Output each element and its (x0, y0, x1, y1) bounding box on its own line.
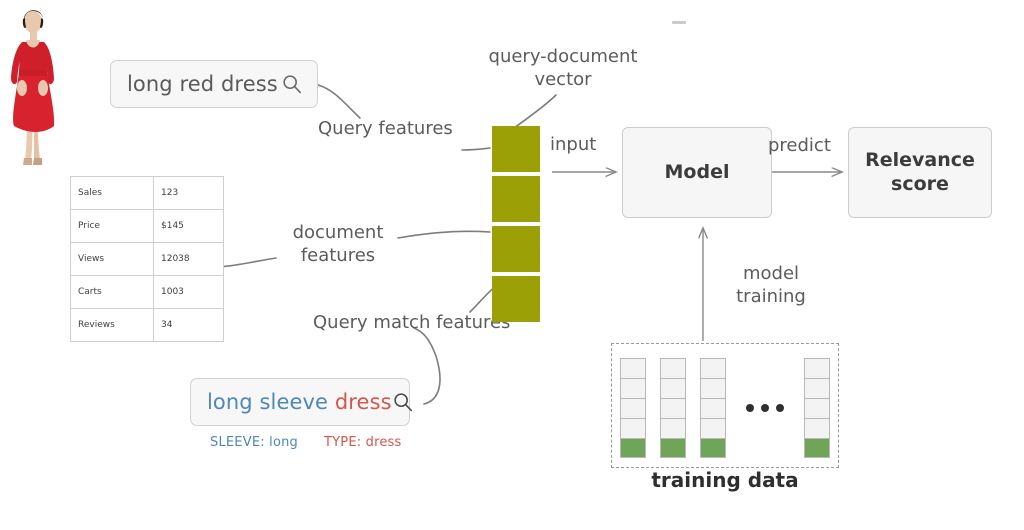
table-cell-value: 12038 (153, 242, 224, 276)
table-row: Reviews 34 (70, 308, 224, 342)
link-query-to-queryfeatures (317, 84, 361, 119)
query-document-vector (492, 126, 540, 322)
training-cell-label (700, 438, 726, 458)
relevance-score-label: Relevance score (865, 148, 975, 195)
label-query-match-features: Query match features (313, 312, 511, 333)
training-cell (804, 378, 830, 398)
training-column (660, 358, 686, 458)
query-segment-sleeve: long sleeve (207, 390, 335, 414)
product-feature-table: Sales 123 Price $145 Views 12038 Carts 1… (70, 176, 224, 342)
training-column (700, 358, 726, 458)
label-document-features: document features (292, 222, 384, 266)
training-cell-label (804, 438, 830, 458)
query-annotations: SLEEVE: long TYPE: dress (210, 435, 402, 450)
vector-cell-document-features (492, 226, 540, 272)
relevance-score-box[interactable]: Relevance score (848, 127, 992, 218)
table-cell-key: Price (70, 209, 154, 243)
vector-cell-2 (492, 176, 540, 222)
model-box-label: Model (664, 160, 730, 183)
query-segment-type: dress (334, 390, 392, 414)
training-cell (804, 358, 830, 378)
training-data-title: training data (651, 468, 799, 492)
table-cell-key: Views (70, 242, 154, 276)
product-feature-table-wrap: Sales 123 Price $145 Views 12038 Carts 1… (70, 176, 224, 342)
training-cell (700, 398, 726, 418)
label-input: input (550, 134, 597, 155)
training-cell-label (620, 438, 646, 458)
ellipsis-icon (740, 358, 790, 458)
training-cell (620, 398, 646, 418)
table-row: Views 12038 (70, 242, 224, 276)
search-box-query[interactable]: long red dress (110, 60, 318, 108)
training-cell (660, 398, 686, 418)
table-body: Sales 123 Price $145 Views 12038 Carts 1… (70, 176, 224, 342)
training-cell (804, 398, 830, 418)
search-icon[interactable] (392, 391, 414, 413)
vector-cell-query-features (492, 126, 540, 172)
training-column (804, 358, 830, 458)
annotation-type: TYPE: dress (324, 435, 402, 450)
training-cell (660, 358, 686, 378)
training-cell (620, 378, 646, 398)
label-predict: predict (768, 135, 831, 156)
training-cell (660, 418, 686, 438)
training-cell (700, 418, 726, 438)
model-box[interactable]: Model (622, 127, 772, 218)
search-query-text: long red dress (127, 72, 278, 96)
link-docfeatures-to-vector (397, 230, 491, 239)
table-row: Sales 123 (70, 176, 224, 210)
table-cell-key: Carts (70, 275, 154, 309)
table-cell-value: 34 (153, 308, 224, 342)
search-box-annotated-query[interactable]: long sleeve dress (190, 378, 412, 426)
table-row: Carts 1003 (70, 275, 224, 309)
training-cell (620, 418, 646, 438)
vector-cell-query-match-features (492, 276, 540, 322)
training-cell (700, 378, 726, 398)
training-cell (660, 378, 686, 398)
label-query-features: Query features (318, 118, 453, 139)
training-cell-label (660, 438, 686, 458)
link-matchquery-to-matchfeatures (413, 327, 441, 405)
table-cell-key: Sales (70, 176, 154, 210)
training-column (620, 358, 646, 458)
annotation-sleeve: SLEEVE: long (210, 435, 298, 450)
training-cell (804, 418, 830, 438)
product-image (0, 0, 66, 170)
search-annotated-query-text: long sleeve dress (207, 390, 392, 414)
link-caption-to-vector (513, 94, 557, 129)
label-model-training: model training (736, 263, 806, 307)
table-cell-value: 123 (153, 176, 224, 210)
training-cell (620, 358, 646, 378)
training-columns (620, 358, 830, 458)
vector-caption: query-document vector (488, 46, 638, 90)
table-cell-value: $145 (153, 209, 224, 243)
training-data-panel: training data (611, 343, 839, 492)
search-icon[interactable] (281, 73, 303, 95)
artifact-speck (672, 21, 686, 24)
link-queryfeatures-to-vector (461, 147, 491, 151)
table-cell-key: Reviews (70, 308, 154, 342)
table-cell-value: 1003 (153, 275, 224, 309)
table-row: Price $145 (70, 209, 224, 243)
training-cell (700, 358, 726, 378)
